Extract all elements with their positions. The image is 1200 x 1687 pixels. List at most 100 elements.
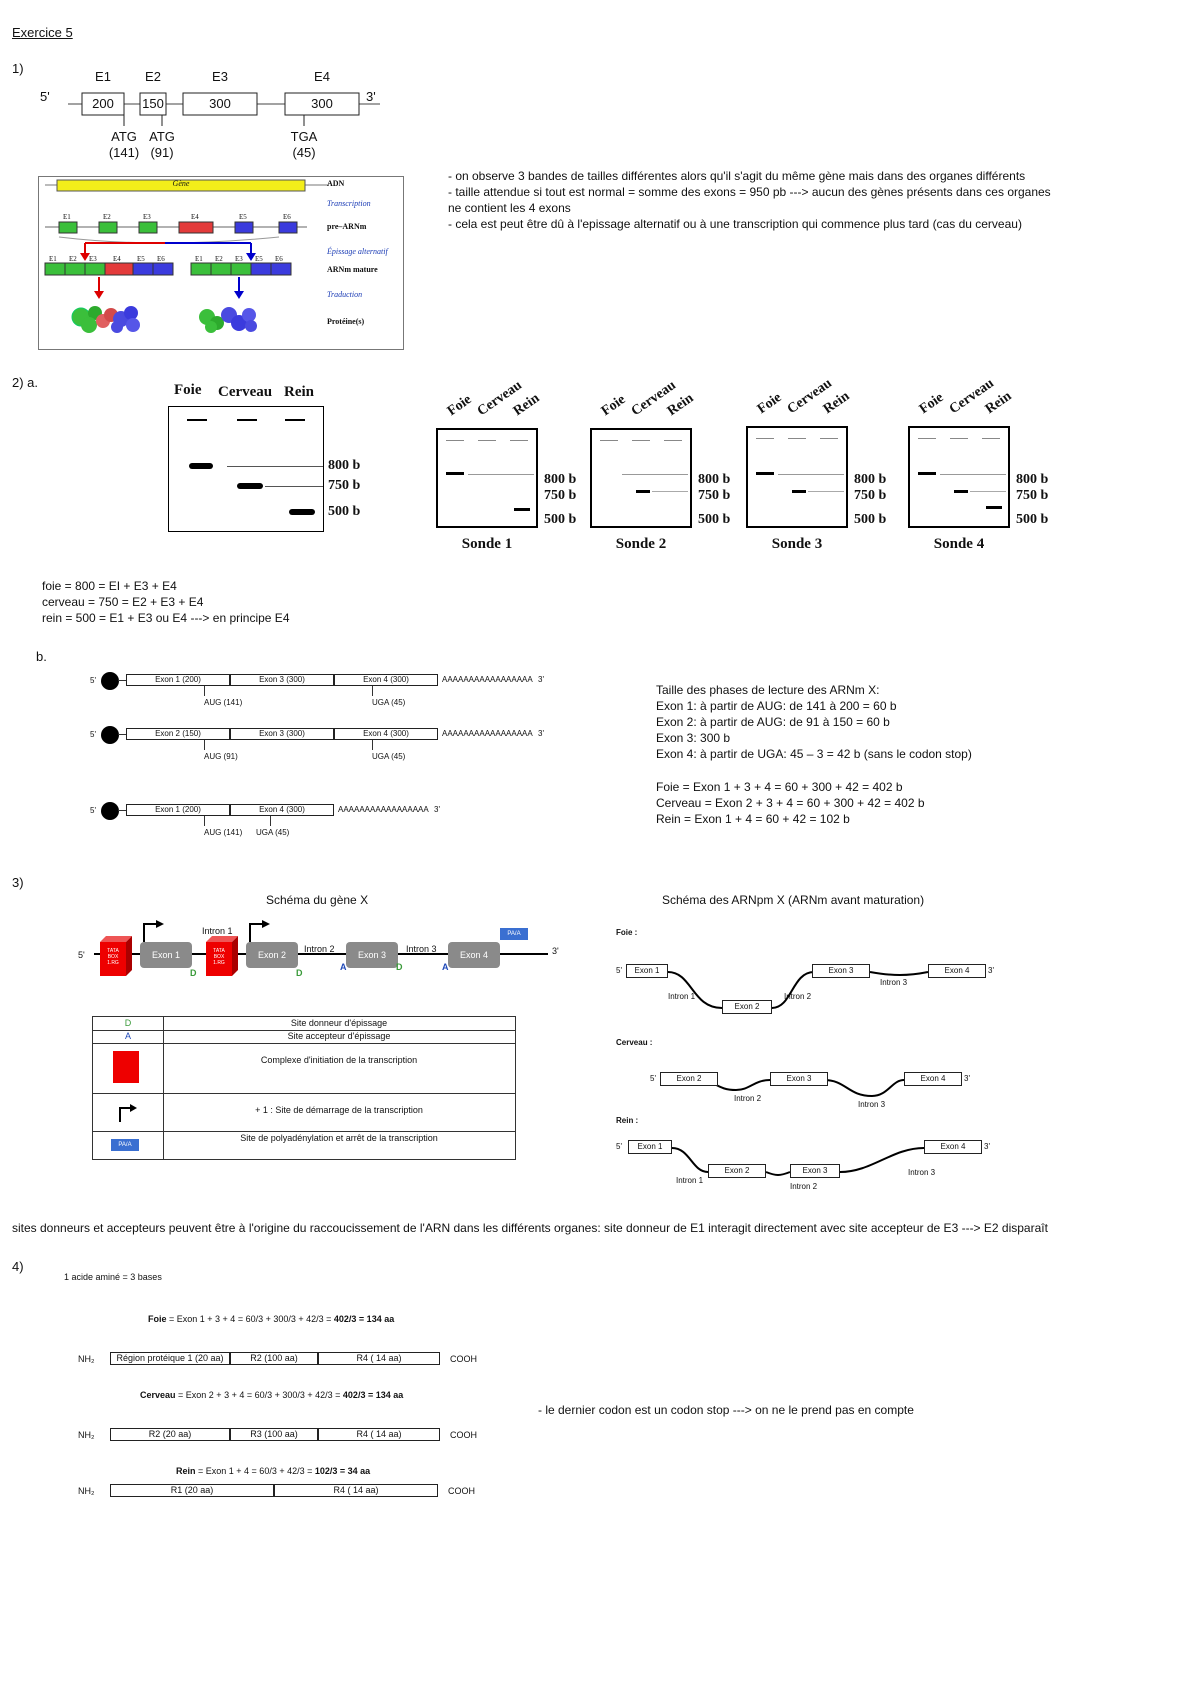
codon-name: TGA <box>290 129 318 144</box>
three-prime-label: 3' <box>538 729 544 738</box>
probe-lane-label: Foie <box>444 392 475 420</box>
legend-symbol: A <box>124 1031 131 1041</box>
note-line: ne contient les 4 exons <box>448 201 571 215</box>
size-label: 750 b <box>544 488 577 503</box>
note-line <box>656 762 1156 779</box>
pre-exon-label: E2 <box>103 213 111 221</box>
note-line: Exon 4: à partir de UGA: 45 – 3 = 42 b (… <box>656 747 972 761</box>
probe-frame <box>436 428 538 528</box>
tata-text: 1.RG <box>107 960 119 966</box>
arnpm-schema: Foie : 5' Exon 1 Intron 1 Exon 2 Intron … <box>612 912 1032 1192</box>
protein-region: R3 (100 aa) <box>230 1428 318 1441</box>
protein-region: R4 ( 14 aa) <box>274 1484 438 1497</box>
probe-lane-label: Foie <box>598 392 629 420</box>
legend-text: Site donneur d'épissage <box>290 1018 388 1028</box>
pre-exon-label: E4 <box>191 213 199 221</box>
three-prime-label: 3' <box>434 805 440 814</box>
arnpm-svg <box>667 971 929 1176</box>
lane-label: Rein <box>284 384 314 400</box>
mature-exon-label: E4 <box>113 255 121 263</box>
start-codon-label: AUG (141) <box>204 698 243 707</box>
protein-region: R2 (20 aa) <box>110 1428 230 1441</box>
page-title: Exercice 5 <box>12 25 73 40</box>
cerveau-formula: Cerveau = Exon 2 + 3 + 4 = 60/3 + 300/3 … <box>140 1390 403 1401</box>
organ-label: Rein : <box>616 1116 639 1125</box>
exon-name: E1 <box>95 69 111 84</box>
gene-exon-diagram: 5' 3' E1 200 E2 150 E3 300 E4 300 ATG (1… <box>40 68 400 168</box>
size-label: 750 b <box>854 488 887 503</box>
codon-pos: (91) <box>150 145 174 160</box>
stop-codon-label: UGA (45) <box>372 752 406 761</box>
five-prime-label: 5' <box>90 676 96 685</box>
five-prime-label: 5' <box>90 806 96 815</box>
formula-text: = Exon 1 + 4 = 60/3 + 42/3 = <box>195 1466 315 1476</box>
probe-panel-2: Foie Cerveau Rein 800 b 750 b 500 b Sond… <box>586 376 744 556</box>
tata-text: BOX <box>213 954 225 960</box>
formula-result: 402/3 = 134 aa <box>342 1390 404 1400</box>
legend-text: + 1 : Site de démarrage de la transcript… <box>255 1105 423 1115</box>
mature-exon-label: E5 <box>137 255 145 263</box>
donor-site-marker: D <box>190 968 197 978</box>
probe-sizes: 800 b 750 b 500 b <box>698 472 730 528</box>
size-label: 500 b <box>854 512 887 527</box>
cap-icon <box>101 802 119 820</box>
probe-panel-1: Foie Cerveau Rein 800 b 750 b 500 b Sond… <box>432 376 590 556</box>
arn-exon-box: Exon 4 <box>904 1072 962 1086</box>
probe-sizes: 800 b 750 b 500 b <box>1016 472 1048 528</box>
five-prime-label: 5' <box>650 1074 656 1083</box>
intron-label: Intron 1 <box>202 926 233 936</box>
intron-label: Intron 2 <box>304 944 335 954</box>
stop-codon-label: UGA (45) <box>256 828 290 837</box>
organ-prefix: Foie <box>148 1314 167 1324</box>
intron-label: Intron 3 <box>880 978 908 987</box>
three-prime-label: 3' <box>964 1074 970 1083</box>
five-prime-label: 5' <box>78 950 85 960</box>
probe-sizes: 800 b 750 b 500 b <box>854 472 886 528</box>
note-line: Foie = Exon 1 + 3 + 4 = 60 + 300 + 42 = … <box>656 780 903 794</box>
cap-icon <box>101 672 119 690</box>
arn-exon-box: Exon 2 <box>708 1164 766 1178</box>
organ-label: Foie : <box>616 928 638 937</box>
organ-label: Cerveau : <box>616 1038 653 1047</box>
mature-exon-label: E2 <box>215 255 223 263</box>
arn-schema-title: Schéma des ARNpm X (ARNm avant maturatio… <box>662 893 925 907</box>
exon-box: Exon 4 (300) <box>230 804 334 816</box>
tata-box-icon: TATA BOX 1.RG <box>208 948 230 966</box>
polya-site-icon: PA/A <box>507 931 521 937</box>
formula-result: 102/3 = 34 aa <box>314 1466 371 1476</box>
exon-size: 300 <box>209 96 231 111</box>
legend-row: Complexe d'initiation de la transcriptio… <box>93 1043 515 1094</box>
tata-text: TATA <box>107 948 119 954</box>
alternative-splicing-figure: Gène ADN Transcription pre–ARNm Épissage… <box>38 176 404 350</box>
five-prime-label: 5' <box>90 730 96 739</box>
size-label: 500 b <box>1016 512 1049 527</box>
q4-note: - le dernier codon est un codon stop ---… <box>538 1403 914 1417</box>
tata-text: BOX <box>107 954 119 960</box>
donor-site-marker: D <box>396 962 403 972</box>
mature-exon-label: E5 <box>255 255 263 263</box>
codon-pos: (45) <box>292 145 316 160</box>
mature-exon-label: E6 <box>275 255 283 263</box>
three-prime-label: 3' <box>538 675 544 684</box>
q3-note: sites donneurs et accepteurs peuvent êtr… <box>12 1221 1048 1235</box>
gel-frame <box>168 406 324 532</box>
cooh-label: COOH <box>448 1486 475 1496</box>
exon-size: 200 <box>92 96 114 111</box>
donor-site-marker: D <box>296 968 303 978</box>
exon-box: Exon 4 (300) <box>334 728 438 740</box>
arn-exon-box: Exon 3 <box>812 964 870 978</box>
three-prime-label: 3' <box>366 89 376 104</box>
probe-sizes: 800 b 750 b 500 b <box>544 472 576 528</box>
mature-exon-label: E3 <box>89 255 97 263</box>
nh2-label: NH₂ <box>78 1354 95 1364</box>
splicing-svg <box>44 179 329 333</box>
note-line: - taille attendue si tout est normal = s… <box>448 185 1051 199</box>
tata-text: TATA <box>213 948 225 954</box>
size-label: 750 b <box>328 478 361 493</box>
arn-exon-box: Exon 1 <box>628 1140 672 1154</box>
probe-name: Sonde 2 <box>615 536 667 552</box>
protein-region: R2 (100 aa) <box>230 1352 318 1365</box>
q4-label: 4) <box>12 1259 24 1274</box>
probe-name: Sonde 1 <box>461 536 513 552</box>
poly-a-tail: AAAAAAAAAAAAAAAAA <box>442 729 533 738</box>
